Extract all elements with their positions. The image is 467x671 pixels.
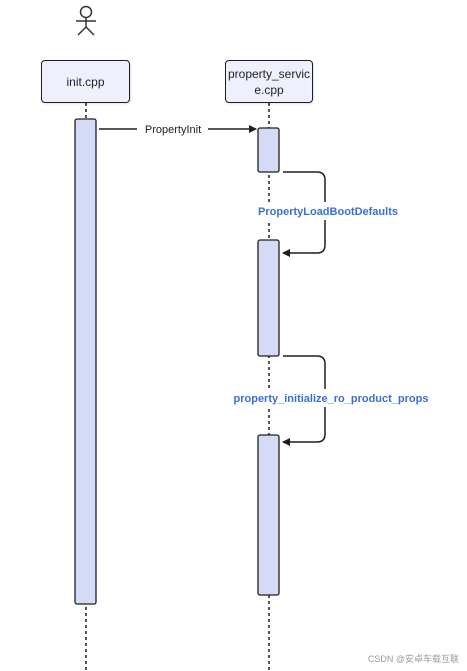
stick-figure-icon: [76, 5, 96, 36]
activation-ps-3: [257, 434, 280, 596]
activation-init: [74, 118, 97, 605]
participant-property-service-cpp: property_servic e.cpp: [225, 60, 313, 103]
self-call-label-bg-1: [254, 202, 402, 220]
message-label-propertyinit: PropertyInit: [145, 124, 201, 136]
message-label-property-initialize-ro-product-props: property_initialize_ro_product_props: [234, 393, 429, 405]
participant-label: init.cpp: [66, 74, 105, 89]
self-call-label-bg-2: [229, 389, 433, 407]
participant-label: property_servic e.cpp: [227, 66, 311, 97]
watermark: CSDN @安卓车载互联: [367, 654, 459, 664]
message-label-propertyloadbootdefaults: PropertyLoadBootDefaults: [258, 206, 398, 218]
participant-init-cpp: init.cpp: [41, 60, 130, 103]
activation-ps-1: [257, 127, 280, 173]
activation-ps-2: [257, 239, 280, 357]
